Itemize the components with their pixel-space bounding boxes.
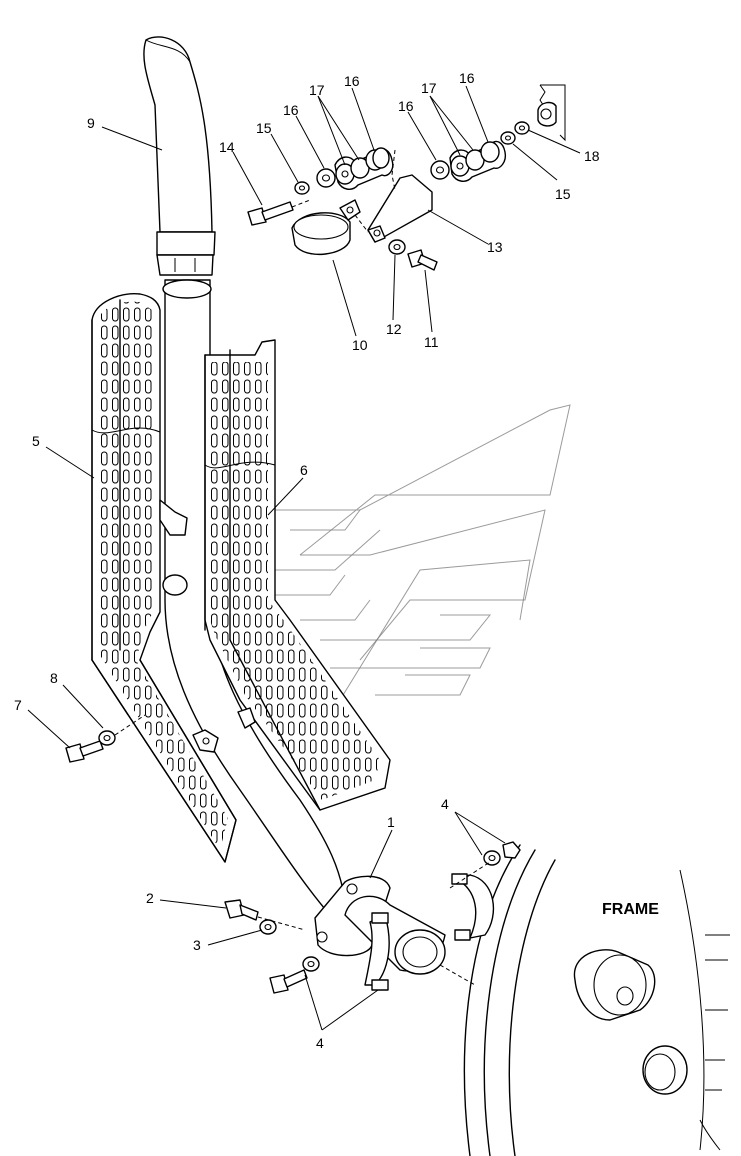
bolt-4-lower [269, 956, 320, 994]
callout-18: 18 [584, 148, 600, 164]
callout-14: 14 [219, 139, 235, 155]
nut-washer-4 [483, 841, 521, 866]
callout-16-a: 16 [283, 102, 299, 118]
callout-16-c: 16 [398, 98, 414, 114]
callout-12: 12 [386, 321, 402, 337]
clamp-half-lower [364, 912, 390, 991]
bolt-14 [247, 201, 294, 226]
bolt-2 [224, 899, 259, 921]
washer-8 [98, 730, 116, 746]
watermark-logo [230, 404, 571, 701]
callout-4-upper: 4 [441, 796, 449, 812]
heat-guard-right [204, 339, 391, 811]
callout-11: 11 [424, 334, 439, 350]
callout-9: 9 [87, 115, 95, 131]
washer-16-left-b [372, 147, 390, 169]
frame-outline [463, 844, 730, 1156]
washer-16-right-a [430, 160, 450, 180]
callout-16-b: 16 [344, 73, 360, 89]
callout-7: 7 [14, 697, 22, 713]
strap-clamp-10 [291, 199, 361, 256]
callout-10: 10 [352, 337, 368, 353]
callout-6: 6 [300, 462, 308, 478]
callout-8: 8 [50, 670, 58, 686]
bracket-13 [367, 174, 433, 243]
bolt-11 [407, 249, 438, 271]
callout-15-left: 15 [256, 120, 272, 136]
callout-17-left: 17 [309, 82, 325, 98]
callout-labels: 1 2 3 4 4 5 6 7 8 9 10 11 12 13 14 15 15… [14, 70, 600, 1051]
washer-15-right [500, 131, 516, 145]
callout-13: 13 [487, 239, 503, 255]
callout-17-right: 17 [421, 80, 437, 96]
callout-2: 2 [146, 890, 154, 906]
frame-label: FRAME [602, 901, 659, 918]
leader-lines [27, 85, 581, 1031]
flange-connector [314, 875, 446, 975]
tailpipe-elbow [143, 36, 216, 276]
washer-16-left-a [316, 168, 336, 188]
washer-15-left [294, 181, 310, 195]
washer-12 [388, 239, 406, 255]
callout-16-d: 16 [459, 70, 475, 86]
clamp-half-upper [451, 873, 495, 941]
callout-5: 5 [32, 433, 40, 449]
washer-3 [259, 919, 277, 935]
mount-rubber-17-right [449, 140, 507, 182]
frame-boss [573, 949, 656, 1021]
bolt-7 [65, 740, 104, 763]
callout-4-lower: 4 [316, 1035, 324, 1051]
nut-18 [514, 121, 530, 135]
callout-15-right: 15 [555, 186, 571, 202]
callout-3: 3 [193, 937, 201, 953]
heat-guard-left [91, 293, 237, 863]
assembly-lines [114, 149, 491, 986]
frame-stud-detail [537, 84, 566, 142]
callout-1: 1 [387, 814, 395, 830]
frame-hole [642, 1045, 688, 1095]
pipe-bracket-lower [192, 729, 219, 753]
